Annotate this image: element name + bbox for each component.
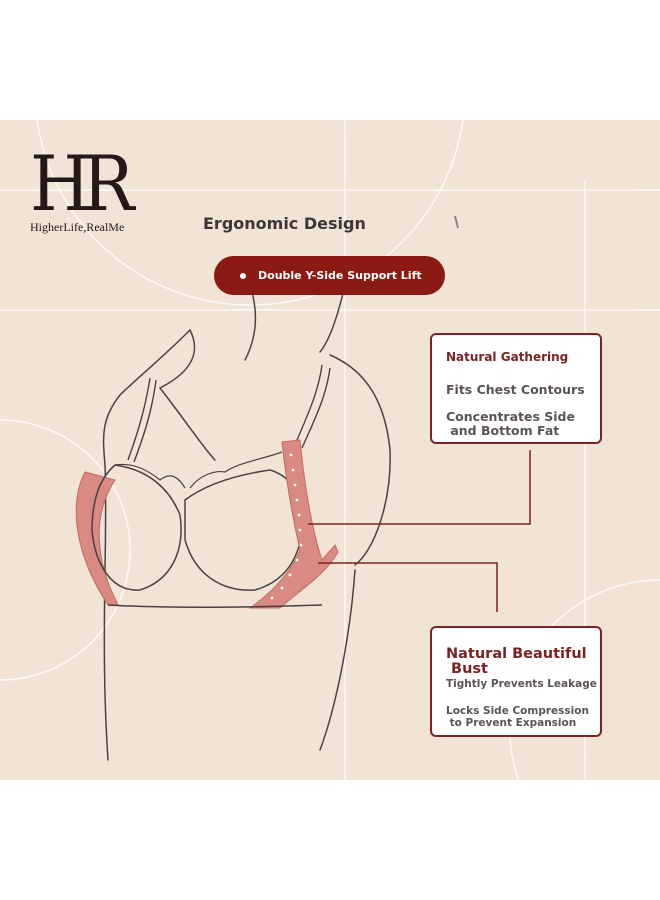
connector-bottom <box>318 562 498 612</box>
body-outline <box>102 284 391 761</box>
callout-title: Natural Gathering <box>446 350 569 364</box>
underband-line <box>107 604 323 608</box>
callout-line: Tightly Prevents Leakage <box>446 678 597 690</box>
decor-circle-top <box>36 120 464 306</box>
page-title: Ergonomic Design <box>203 214 366 233</box>
right-cup-outline <box>184 469 303 591</box>
callout-line: and Bottom Fat <box>446 423 560 438</box>
callout-title-continued: Bust <box>446 661 488 677</box>
callout-natural-beautiful-bust: Natural Beautiful Bust Tightly Prevents … <box>430 626 602 737</box>
right-y-support-band <box>248 439 339 609</box>
callout-line: Fits Chest Contours <box>446 382 585 397</box>
callout-title: Natural Beautiful <box>446 646 587 662</box>
callout-line: Locks Side Compression <box>446 705 589 717</box>
brand-logo: HR <box>30 139 134 228</box>
connector-top <box>308 450 531 525</box>
callout-line: Concentrates Side <box>446 409 575 424</box>
callout-connectors <box>308 450 531 612</box>
callout-natural-gathering: Natural Gathering Fits Chest Contours Co… <box>430 333 602 444</box>
feature-banner: Double Y-Side Support Lift <box>214 256 445 295</box>
feature-banner-label: Double Y-Side Support Lift <box>258 269 422 282</box>
support-band-stitches <box>270 453 303 600</box>
brand-tagline: HigherLife,RealMe <box>30 220 125 234</box>
product-illustration-panel: HR HigherLife,RealMe Ergonomic Design Do… <box>0 120 660 780</box>
callout-line: to Prevent Expansion <box>446 717 577 729</box>
decor-mark <box>454 215 459 229</box>
right-lace-edge <box>189 451 283 489</box>
left-cup-outline <box>91 464 182 591</box>
decor-circle-left <box>0 419 131 681</box>
bra-straps <box>127 364 331 463</box>
bullet-dot-icon <box>240 272 246 279</box>
left-lace-edge <box>114 463 186 489</box>
